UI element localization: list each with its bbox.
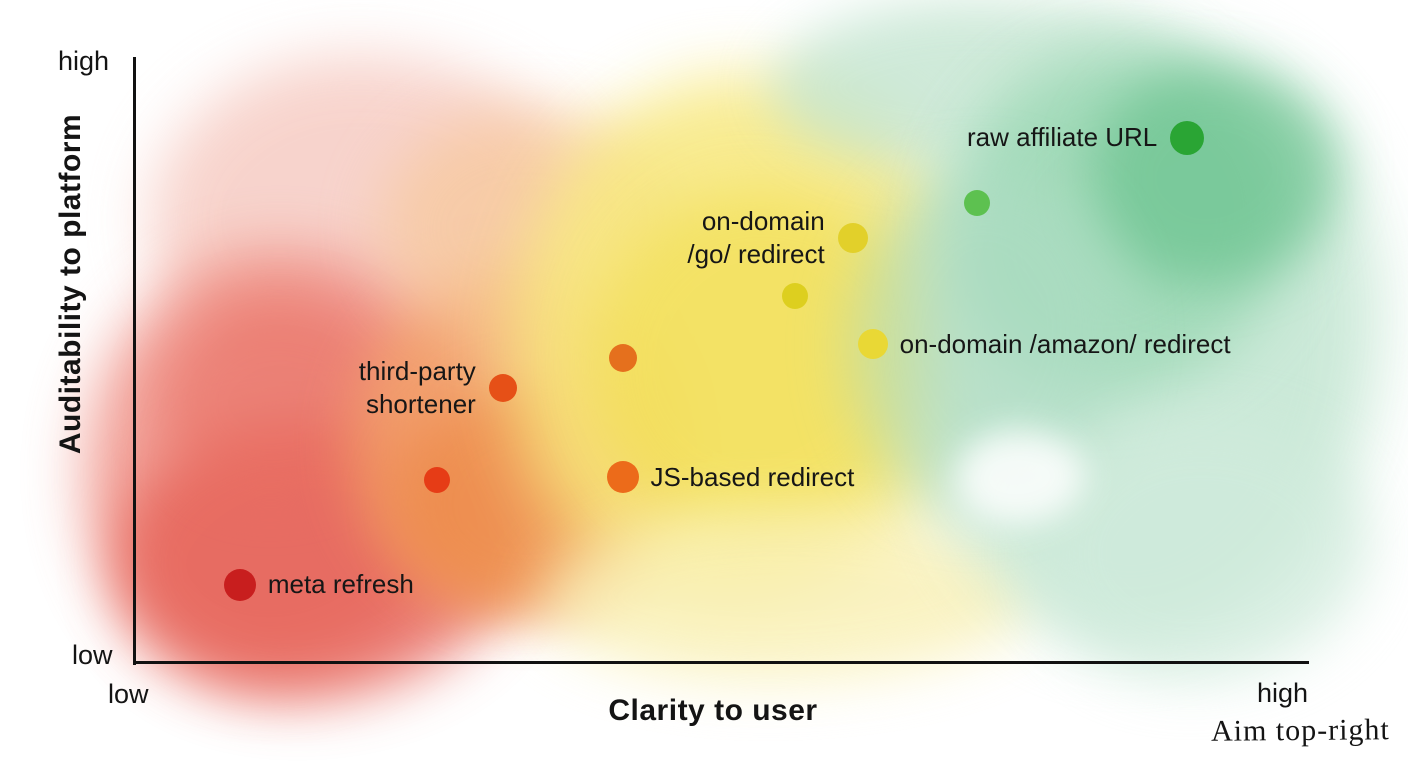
data-point bbox=[608, 344, 637, 373]
data-point bbox=[837, 223, 868, 254]
data-point-label: raw affiliate URL bbox=[967, 122, 1158, 153]
watercolor-blob-mint-bottom bbox=[1040, 420, 1370, 680]
data-point-label: on-domain /amazon/ redirect bbox=[899, 328, 1231, 359]
data-point bbox=[857, 329, 888, 360]
data-point bbox=[782, 282, 809, 309]
data-point-label: meta refresh bbox=[267, 569, 414, 600]
watercolor-blob-yellow-pale bbox=[540, 510, 1040, 680]
data-point bbox=[488, 373, 517, 402]
aim-top-right-annotation: Aim top-right bbox=[1211, 713, 1391, 748]
y-axis-title: Auditability to platform bbox=[54, 113, 87, 455]
watercolor-blob-green-dark bbox=[1090, 65, 1340, 285]
x-axis-title: Clarity to user bbox=[608, 694, 818, 727]
data-point-label: third-party shortener bbox=[358, 355, 476, 419]
x-tick-low: low bbox=[108, 679, 149, 709]
data-point-label: on-domain /go/ redirect bbox=[687, 206, 825, 270]
data-point bbox=[424, 467, 451, 494]
x-tick-high: high bbox=[1257, 678, 1309, 708]
data-point-label: JS-based redirect bbox=[650, 461, 855, 492]
y-tick-high: high bbox=[58, 46, 110, 76]
data-point bbox=[1170, 120, 1205, 155]
watercolor-blob-white-patch bbox=[955, 430, 1085, 525]
data-point bbox=[606, 461, 639, 494]
data-point bbox=[223, 568, 256, 601]
x-axis-line bbox=[133, 661, 1309, 664]
y-tick-low: low bbox=[72, 640, 113, 670]
y-axis-line bbox=[133, 57, 136, 665]
data-point bbox=[964, 190, 991, 217]
